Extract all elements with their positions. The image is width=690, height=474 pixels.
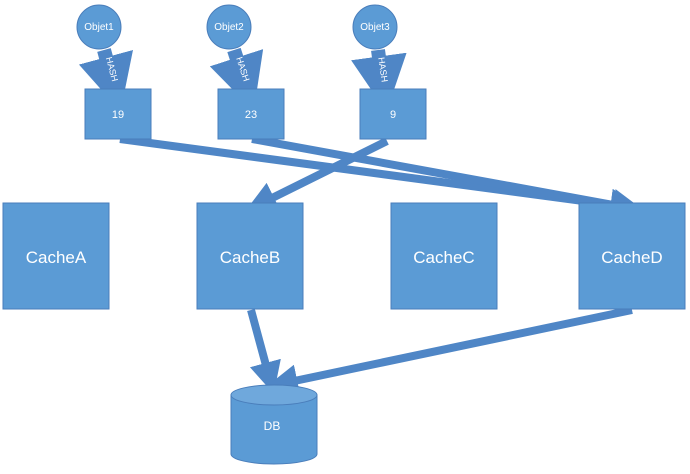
object-label: Objet2 [214, 22, 244, 33]
cache-nodes: CacheA CacheB CacheC CacheD [2, 202, 686, 310]
hash-arrow-objet3: HASH [351, 49, 407, 112]
hash-arrow-objet1: HASH [78, 48, 133, 112]
connection-arrows [119, 135, 645, 397]
cache-box [390, 202, 498, 310]
hash-arrow-shaft [351, 49, 407, 112]
cache-box [2, 202, 110, 310]
cache-box [196, 202, 304, 310]
object-node-objet3: Objet3 [352, 4, 398, 50]
cache-label: CacheB [220, 248, 280, 267]
cache-node-b: CacheB [196, 202, 304, 310]
arrow-cacheD-to-db [265, 306, 633, 397]
hash-box [359, 88, 427, 140]
database-label: DB [264, 419, 281, 433]
arrow-23-to-cacheD [251, 135, 645, 221]
object-node-objet2: Objet2 [206, 4, 252, 50]
hash-box [84, 88, 152, 140]
object-label: Objet1 [84, 22, 114, 33]
hash-box-19: 19 [84, 88, 152, 140]
hash-value: 19 [112, 109, 124, 121]
cache-box [578, 202, 686, 310]
cache-node-c: CacheC [390, 202, 498, 310]
cache-label: CacheD [601, 248, 662, 267]
arrow-9-to-cacheB [245, 137, 389, 212]
hash-arrows: HASH HASH HASH [78, 47, 407, 112]
hash-arrow-shaft [209, 47, 264, 111]
database-cylinder-body [230, 394, 318, 465]
cache-label: CacheA [26, 248, 87, 267]
object-circle [206, 4, 252, 50]
cache-label: CacheC [413, 248, 474, 267]
object-label: Objet3 [360, 22, 390, 33]
object-circle [352, 4, 398, 50]
hash-box-23: 23 [217, 88, 285, 140]
hash-value: 23 [245, 109, 257, 121]
cache-node-d: CacheD [578, 202, 686, 310]
database-node: DB [230, 384, 318, 465]
arrow-cacheB-to-db [247, 308, 281, 394]
object-circle [76, 4, 122, 50]
hash-arrow-objet2: HASH [209, 47, 264, 111]
hash-arrow-shaft [78, 48, 133, 112]
cache-node-a: CacheA [2, 202, 110, 310]
hash-box-9: 9 [359, 88, 427, 140]
object-nodes: Objet1 Objet2 Objet3 [76, 4, 398, 50]
hash-value: 9 [390, 109, 396, 121]
object-node-objet1: Objet1 [76, 4, 122, 50]
database-cylinder-top [230, 384, 318, 406]
hash-box [217, 88, 285, 140]
hash-value-boxes: 19 23 9 [84, 88, 427, 140]
hash-label: HASH [376, 57, 389, 83]
